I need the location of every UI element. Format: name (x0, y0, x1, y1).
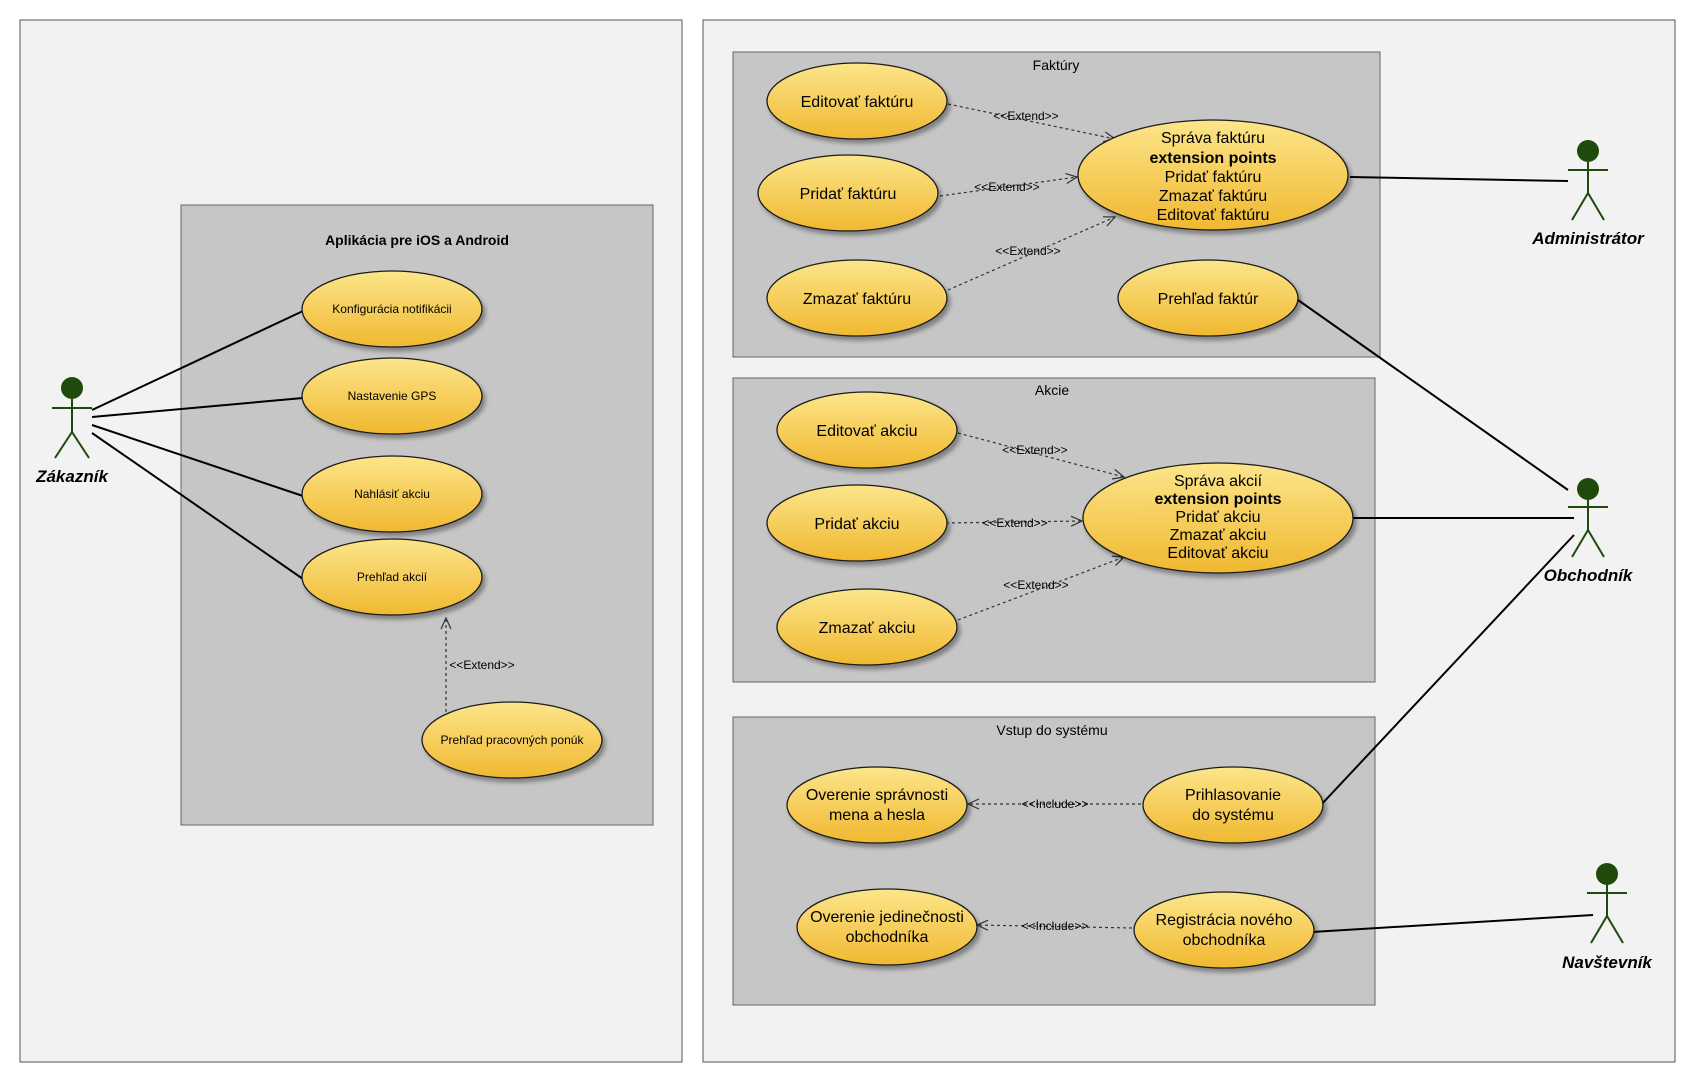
usecase-prehlad-akcii-left[interactable]: Prehľad akcií (301, 538, 483, 616)
usecase-prihlasovanie[interactable]: Prihlasovanie do systému (1142, 766, 1324, 844)
usecase-editovat-fakturu[interactable]: Editovať faktúru (766, 62, 948, 140)
assoc-zakaznik-konfig (91, 310, 304, 411)
extend-pridat-akciu (945, 515, 1084, 527)
actor-zakaznik-name: Zákazník (35, 467, 109, 486)
usecase-editovat-akciu-label: Editovať akciu (816, 423, 917, 440)
akcie-package-title: Akcie (1035, 382, 1069, 398)
sprava-akcii-line1: Správa akcií (1174, 473, 1263, 490)
overenie-jedinecnosti-line2: obchodníka (846, 929, 929, 946)
usecase-pridat-fakturu[interactable]: Pridať faktúru (757, 154, 939, 232)
usecase-ponuk-label: Prehľad pracovných ponúk (441, 733, 585, 747)
include-registracia-overenie (975, 919, 1133, 931)
extend-pridat-faktur (939, 172, 1079, 197)
usecase-prehlad-faktur[interactable]: Prehľad faktúr (1117, 259, 1299, 337)
extend-label-zmazat-faktur: <<Extend>> (995, 244, 1060, 258)
sprava-akcii-line2: extension points (1154, 491, 1281, 508)
usecase-sprava-akcii[interactable]: Správa akcií extension points Pridať akc… (1082, 462, 1354, 574)
usecase-editovat-akciu[interactable]: Editovať akciu (776, 391, 958, 469)
sprava-faktur-line5: Editovať faktúru (1157, 207, 1270, 224)
actor-obchodnik-name: Obchodník (1544, 566, 1634, 585)
extend-label-editovat-faktur: <<Extend>> (993, 109, 1058, 123)
vstup-package (732, 716, 1376, 1006)
sprava-akcii-line3: Pridať akciu (1175, 509, 1260, 526)
prihlasovanie-line1: Prihlasovanie (1185, 787, 1281, 804)
usecase-registracia-obchodnika[interactable]: Registrácia nového obchodníka (1133, 891, 1315, 969)
sprava-faktur-line4: Zmazať faktúru (1159, 188, 1267, 205)
assoc-zakaznik-gps (91, 397, 304, 418)
prihlasovanie-line2: do systému (1192, 807, 1274, 824)
usecase-overenie-spravnosti[interactable]: Overenie správnosti mena a hesla (786, 766, 968, 844)
stick-figure-icon (52, 377, 92, 459)
usecase-sprava-faktur[interactable]: Správa faktúru extension points Pridať f… (1077, 119, 1349, 231)
extend-label-pridat-akciu: <<Extend>> (982, 516, 1047, 530)
usecase-zmazat-fakturu[interactable]: Zmazať faktúru (766, 259, 948, 337)
registracia-line2: obchodníka (1183, 932, 1266, 949)
sprava-akcii-line4: Zmazať akciu (1170, 527, 1267, 544)
sprava-akcii-line5: Editovať akciu (1167, 545, 1268, 562)
usecase-nahlasit-akciu[interactable]: Nahlásiť akciu (301, 455, 483, 533)
usecase-gps-label: Nastavenie GPS (348, 389, 437, 403)
sprava-faktur-line2: extension points (1149, 150, 1276, 167)
stick-figure-icon (1568, 478, 1608, 558)
usecase-nahlasit-label: Nahlásiť akciu (354, 487, 430, 501)
overenie-spravnosti-line1: Overenie správnosti (806, 787, 948, 804)
assoc-obchodnik-prehlad-faktur (1297, 299, 1569, 491)
usecase-pridat-akciu[interactable]: Pridať akciu (766, 484, 948, 562)
stick-figure-icon (1568, 140, 1608, 221)
sprava-faktur-line3: Pridať faktúru (1165, 169, 1262, 186)
actor-navstevnik[interactable]: Navštevník (1562, 863, 1653, 972)
usecase-zmazat-akciu[interactable]: Zmazať akciu (776, 588, 958, 666)
overenie-jedinecnosti-line1: Overenie jedinečnosti (810, 909, 964, 926)
usecase-overenie-jedinecnosti[interactable]: Overenie jedinečnosti obchodníka (796, 888, 978, 966)
usecase-zmazat-akciu-label: Zmazať akciu (819, 620, 916, 637)
sprava-faktur-line1: Správa faktúru (1161, 130, 1265, 147)
extend-label-zmazat-akciu: <<Extend>> (1003, 578, 1068, 592)
include-label-registracia: <<Include>> (1022, 919, 1089, 933)
extend-label-pridat-faktur: <<Extend>> (974, 180, 1039, 194)
actor-administrator-name: Administrátor (1531, 229, 1645, 248)
actor-obchodnik[interactable]: Obchodník (1544, 478, 1634, 585)
extend-editovat-akciu (957, 432, 1126, 480)
stick-figure-icon (1587, 863, 1627, 944)
actor-administrator[interactable]: Administrátor (1531, 140, 1645, 248)
assoc-navstevnik-registracia (1311, 914, 1594, 933)
usecase-editovat-fakturu-label: Editovať faktúru (801, 94, 914, 111)
extend-zmazat-faktur (947, 216, 1117, 291)
usecase-pridat-akciu-label: Pridať akciu (814, 516, 899, 533)
usecase-prehlad-akcii-label: Prehľad akcií (357, 570, 428, 584)
actor-zakaznik[interactable]: Zákazník (35, 377, 109, 486)
assoc-zakaznik-prehlad-akcii (91, 432, 304, 580)
extend-label-ponuk: <<Extend>> (449, 658, 514, 672)
usecase-konfiguracia-notifikacii[interactable]: Konfigurácia notifikácii (301, 270, 483, 348)
app-package-title: Aplikácia pre iOS a Android (325, 232, 509, 248)
usecase-nastavenie-gps[interactable]: Nastavenie GPS (301, 357, 483, 435)
usecase-zmazat-fakturu-label: Zmazať faktúru (803, 291, 911, 308)
extend-label-editovat-akciu: <<Extend>> (1002, 443, 1067, 457)
extend-editovat-faktur (947, 103, 1117, 143)
usecase-konfig-label: Konfigurácia notifikácii (332, 302, 451, 316)
usecase-pridat-fakturu-label: Pridať faktúru (800, 186, 897, 203)
assoc-obchodnik-prihlasovanie (1319, 534, 1575, 807)
overenie-spravnosti-line2: mena a hesla (829, 807, 925, 824)
actor-navstevnik-name: Navštevník (1562, 953, 1653, 972)
assoc-zakaznik-nahlasit (91, 424, 304, 497)
usecase-prehlad-pracovnych-ponuk[interactable]: Prehľad pracovných ponúk (421, 701, 603, 779)
include-label-prihlasovanie: <<Include>> (1022, 797, 1089, 811)
registracia-line1: Registrácia nového (1156, 912, 1293, 929)
usecase-prehlad-faktur-label: Prehľad faktúr (1158, 291, 1259, 308)
faktury-package-title: Faktúry (1033, 57, 1080, 73)
assoc-admin-sprava-faktur (1349, 176, 1569, 182)
vstup-package-title: Vstup do systému (996, 722, 1107, 738)
